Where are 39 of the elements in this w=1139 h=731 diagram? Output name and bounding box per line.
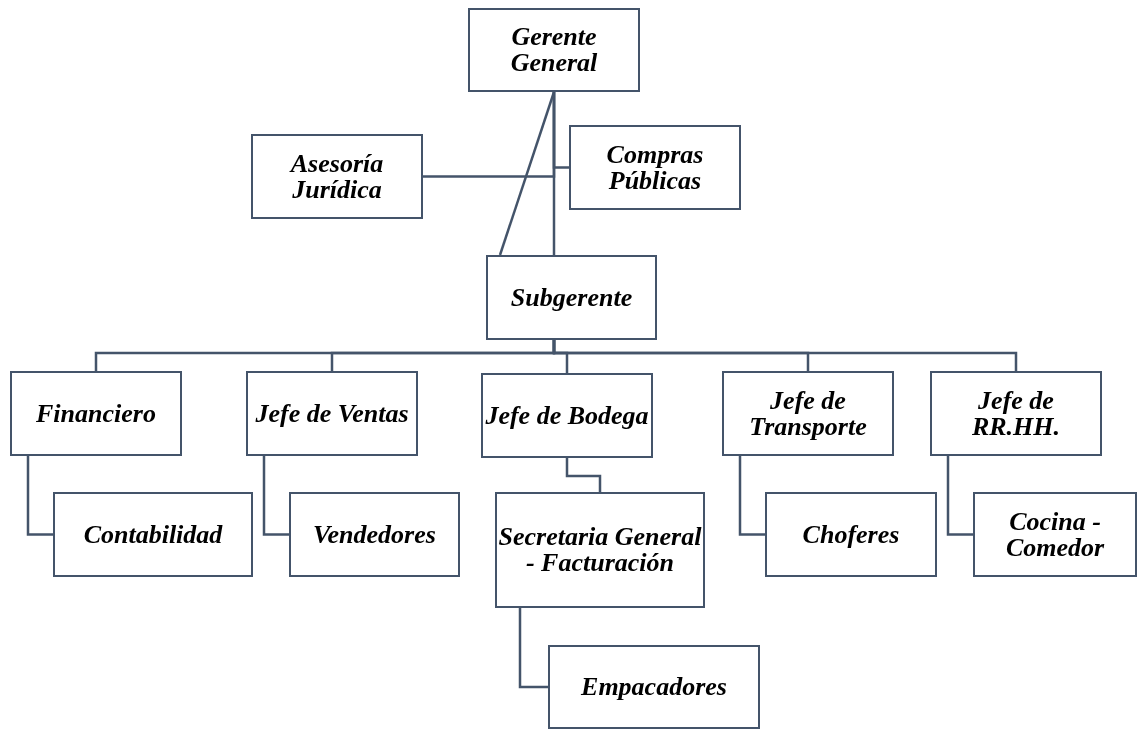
role-title: Jefe de Bodega [485,402,649,429]
role-title: Choferes [802,521,900,548]
role-title: Vendedores [313,521,436,548]
connector-line [26,456,53,536]
org-box [251,134,423,219]
org-box [481,373,653,458]
connector-line [946,456,973,536]
role-title: Empacadores [581,674,727,700]
role-title: Jefe de RR.HH. [970,387,1062,440]
role-title: Financiero [36,400,156,427]
connector-line [552,92,569,169]
role-title: Cocina - Comedor [1004,508,1106,561]
role-title: Asesoría Jurídica [288,150,385,203]
org-box [246,371,418,456]
connector-line [565,458,602,492]
role-title: Gerente General [509,24,599,76]
connector-line [498,91,556,256]
role-title: Jefe de Ventas [255,400,409,427]
org-box [765,492,937,577]
org-box [930,371,1102,456]
org-box [722,371,894,456]
role-title: Jefe de Transporte [748,387,868,440]
connector-line [552,340,1018,371]
connector-line [518,608,548,689]
connector-line [262,456,289,536]
org-box [569,125,741,210]
role-title: Subgerente [510,284,633,311]
role-title: Contabilidad [83,521,223,548]
org-box [468,8,640,92]
org-box [495,492,705,608]
org-box [53,492,253,577]
org-box [486,255,657,340]
org-box [10,371,182,456]
org-box [289,492,460,577]
org-box [548,645,760,729]
org-box [973,492,1137,577]
connector-line [738,456,765,536]
role-title: Secretaria General - Facturación [497,524,703,576]
role-title: Compras Públicas [605,141,705,194]
